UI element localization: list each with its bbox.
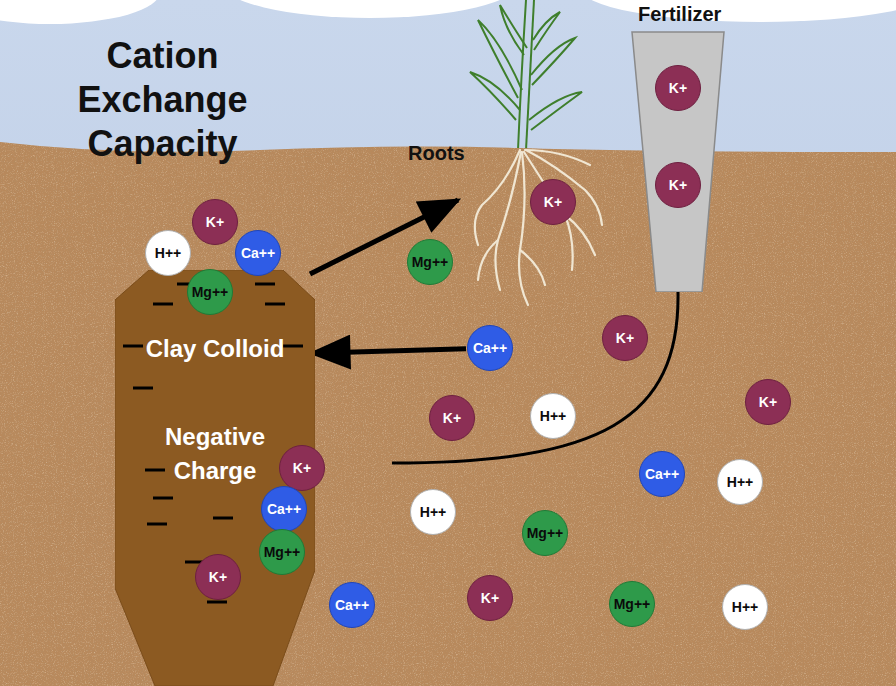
ion-symbol: H++ (420, 504, 446, 520)
fertilizer-bag: FertilizerK+ K+ (620, 0, 736, 292)
roots (475, 150, 602, 305)
ion-circle: H++ (410, 489, 456, 535)
ion-symbol: Ca++ (267, 501, 301, 517)
ion-circle: K+ (429, 395, 475, 441)
uptake-arrow (310, 200, 458, 274)
ion-circle: Ca++ (261, 486, 307, 532)
ion-circle: K+ (530, 179, 576, 225)
ion-symbol: Mg++ (527, 525, 564, 541)
ion-circle: K+ (655, 162, 701, 208)
ion-circle: K+ (655, 65, 701, 111)
ion-symbol: K+ (616, 330, 634, 346)
ion-circle: Mg++ (407, 239, 453, 285)
ion-circle: K+ (745, 379, 791, 425)
ion-circle: Ca++ (235, 230, 281, 276)
ion-circle: K+ (195, 554, 241, 600)
ion-symbol: K+ (206, 214, 224, 230)
ion-symbol: H++ (155, 245, 181, 261)
clouds (0, 0, 896, 24)
ion-circle: K+ (279, 445, 325, 491)
ion-symbol: H++ (732, 599, 758, 615)
ion-symbol: Ca++ (335, 597, 369, 613)
ion-circle: Mg++ (609, 581, 655, 627)
colloid-text: Clay Colloid (145, 332, 285, 366)
ion-symbol: K+ (209, 569, 227, 585)
ion-symbol: H++ (540, 408, 566, 424)
ion-circle: Mg++ (259, 529, 305, 575)
ion-circle: K+ (467, 575, 513, 621)
ion-symbol: K+ (544, 194, 562, 210)
colloid-text: Negative Charge (145, 420, 285, 488)
ion-symbol: Mg++ (192, 284, 229, 300)
ion-symbol: K+ (293, 460, 311, 476)
ion-circle: Mg++ (187, 269, 233, 315)
ion-symbol: H++ (727, 474, 753, 490)
ion-symbol: Mg++ (412, 254, 449, 270)
ion-symbol: Mg++ (614, 596, 651, 612)
ion-circle: Ca++ (467, 325, 513, 371)
plant (470, 0, 582, 150)
ion-circle: K+ (192, 199, 238, 245)
ion-circle: H++ (722, 584, 768, 630)
exchange-arrow (312, 349, 466, 354)
ion-symbol: Ca++ (241, 245, 275, 261)
fertilizer-label: Fertilizer (638, 3, 721, 26)
fertilizer-line (392, 292, 678, 463)
ion-symbol: K+ (759, 394, 777, 410)
ion-symbol: Mg++ (264, 544, 301, 560)
ion-circle: K+ (602, 315, 648, 361)
ion-symbol: Ca++ (473, 340, 507, 356)
ion-circle: H++ (717, 459, 763, 505)
fertilizer-outline (620, 0, 736, 292)
ion-circle: Ca++ (329, 582, 375, 628)
ion-symbol: K+ (481, 590, 499, 606)
ion-circle: H++ (530, 393, 576, 439)
ion-symbol: Ca++ (645, 466, 679, 482)
ion-circle: Mg++ (522, 510, 568, 556)
ion-symbol: K+ (669, 80, 687, 96)
ion-symbol: K+ (669, 177, 687, 193)
ion-circle: H++ (145, 230, 191, 276)
ion-symbol: K+ (443, 410, 461, 426)
diagram-title: Cation Exchange Capacity (20, 34, 305, 166)
part-label: Roots (408, 142, 465, 165)
ion-circle: Ca++ (639, 451, 685, 497)
